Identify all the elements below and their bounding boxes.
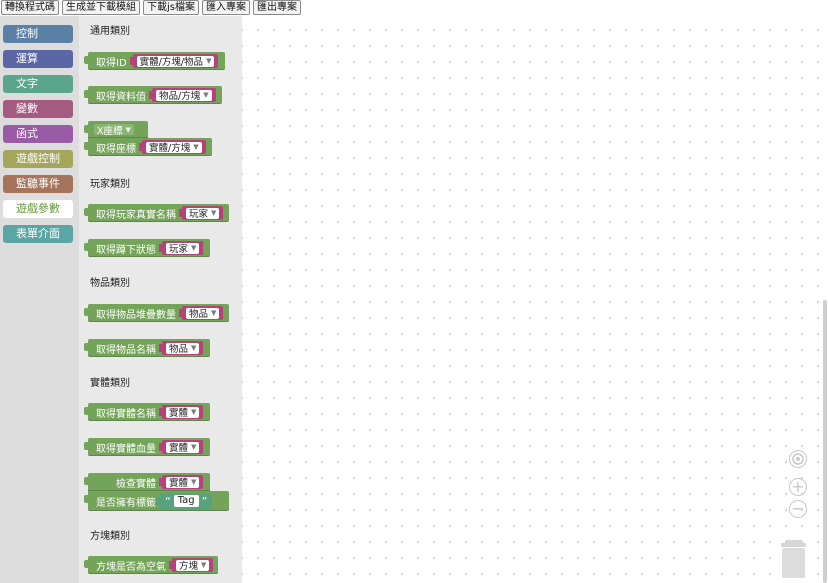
section-block: 方塊類別 (90, 531, 130, 542)
workspace-canvas[interactable] (242, 16, 828, 583)
category-math[interactable]: 運算 (3, 50, 73, 68)
block-player-sneak-state[interactable]: 取得蹲下狀態 玩家▼ (84, 239, 210, 257)
category-control[interactable]: 控制 (3, 25, 73, 43)
dropdown[interactable]: 實體/方塊/物品▼ (136, 55, 215, 68)
block-input-slot: 實體/方塊▼ (139, 140, 206, 154)
category-text[interactable]: 文字 (3, 75, 73, 93)
block-input-slot: 實體▼ (158, 440, 204, 454)
section-general: 通用類別 (90, 26, 130, 37)
block-label: 取得蹲下狀態 (96, 244, 156, 256)
tag-text-field[interactable]: Tag (173, 495, 199, 507)
block-input-slot: 實體▼ (158, 405, 204, 419)
import-project-button[interactable]: 匯入專案 (202, 0, 250, 15)
category-event-listeners[interactable]: 監聽事件 (3, 175, 73, 193)
chevron-down-icon: ▼ (206, 57, 212, 65)
crosshair-icon (792, 453, 804, 465)
block-get-data-value[interactable]: 取得資料值 物品/方塊▼ (84, 86, 222, 104)
chevron-down-icon: ▼ (211, 209, 217, 217)
category-sidebar: 控制 運算 文字 變數 函式 遊戲控制 監聽事件 遊戲參數 表單介面 (0, 16, 79, 583)
category-game-control[interactable]: 遊戲控制 (3, 150, 73, 168)
section-item: 物品類別 (90, 278, 130, 289)
block-input-slot: 實體/方塊/物品▼ (129, 54, 219, 68)
block-item-stack-count[interactable]: 取得物品堆疊數量 物品▼ (84, 304, 229, 322)
block-entity-name[interactable]: 取得實體名稱 實體▼ (84, 403, 210, 421)
category-game-params[interactable]: 遊戲參數 (3, 200, 73, 218)
block-label: 取得玩家真實名稱 (96, 209, 176, 221)
block-check-entity-tag-row2[interactable]: 是否擁有標籤 “ Tag ” (84, 491, 229, 511)
chevron-down-icon: ▼ (203, 91, 209, 99)
recenter-icon[interactable] (789, 450, 807, 468)
axis-dropdown[interactable]: X座標▼ (94, 124, 134, 137)
block-label: 方塊是否為空氣 (96, 561, 166, 573)
block-label: 檢查實體 (116, 478, 156, 490)
chevron-down-icon: ▼ (191, 443, 197, 451)
block-flyout: 通用類別 取得ID 實體/方塊/物品▼ 取得資料值 物品/方塊▼ X座標▼ 取得… (79, 16, 242, 583)
section-player: 玩家類別 (90, 179, 130, 190)
block-input-slot: 物品▼ (178, 306, 224, 320)
zoom-out-icon[interactable]: − (789, 500, 807, 518)
block-label: 取得ID (96, 57, 127, 69)
dropdown[interactable]: 方塊▼ (176, 559, 210, 572)
block-is-air[interactable]: 方塊是否為空氣 方塊▼ (84, 556, 218, 574)
dropdown[interactable]: 實體▼ (166, 441, 200, 454)
block-label: 取得實體血量 (96, 443, 156, 455)
block-label: 取得物品名稱 (96, 344, 156, 356)
block-input-slot: 實體▼ (158, 475, 204, 489)
block-label: 是否擁有標籤 (96, 497, 156, 509)
block-input-slot: 物品▼ (158, 341, 204, 355)
dropdown[interactable]: 玩家▼ (186, 207, 220, 220)
category-functions[interactable]: 函式 (3, 125, 73, 143)
chevron-down-icon: ▼ (191, 478, 197, 486)
close-quote-icon: ” (201, 494, 208, 508)
dropdown[interactable]: 物品▼ (166, 342, 200, 355)
block-player-real-name[interactable]: 取得玩家真實名稱 玩家▼ (84, 204, 229, 222)
block-get-coordinate-row2[interactable]: 取得座標 實體/方塊▼ (84, 138, 212, 156)
category-form-ui[interactable]: 表單介面 (3, 225, 73, 243)
block-label: 取得實體名稱 (96, 408, 156, 420)
block-label: 取得物品堆疊數量 (96, 309, 176, 321)
dropdown[interactable]: 物品/方塊▼ (156, 89, 212, 102)
block-check-entity-tag[interactable]: 檢查實體 實體▼ (84, 473, 210, 491)
zoom-in-icon[interactable]: + (789, 478, 807, 496)
convert-code-button[interactable]: 轉換程式碼 (1, 0, 59, 15)
section-entity: 實體類別 (90, 378, 130, 389)
block-input-slot: 玩家▼ (178, 206, 224, 220)
chevron-down-icon: ▼ (191, 344, 197, 352)
chevron-down-icon: ▼ (125, 125, 131, 134)
dropdown[interactable]: 實體/方塊▼ (146, 141, 202, 154)
download-js-button[interactable]: 下載js檔案 (143, 0, 199, 15)
chevron-down-icon: ▼ (201, 561, 207, 569)
open-quote-icon: “ (165, 494, 171, 508)
dropdown[interactable]: 玩家▼ (166, 242, 200, 255)
export-project-button[interactable]: 匯出專案 (253, 0, 301, 15)
block-input-slot: 方塊▼ (168, 558, 214, 572)
block-item-name[interactable]: 取得物品名稱 物品▼ (84, 339, 210, 357)
block-entity-health[interactable]: 取得實體血量 實體▼ (84, 438, 210, 456)
block-label: 取得資料值 (96, 91, 146, 103)
vertical-scrollbar[interactable] (823, 300, 827, 583)
block-label: 取得座標 (96, 143, 136, 155)
dropdown[interactable]: 實體▼ (166, 476, 200, 489)
generate-download-module-button[interactable]: 生成並下載模組 (62, 0, 140, 15)
dropdown[interactable]: 實體▼ (166, 406, 200, 419)
chevron-down-icon: ▼ (191, 244, 197, 252)
chevron-down-icon: ▼ (191, 408, 197, 416)
block-get-id[interactable]: 取得ID 實體/方塊/物品▼ (84, 52, 225, 70)
block-input-slot: 物品/方塊▼ (149, 88, 216, 102)
block-input-slot: 玩家▼ (158, 241, 204, 255)
chevron-down-icon: ▼ (193, 143, 199, 151)
toolbar: 轉換程式碼 生成並下載模組 下載js檔案 匯入專案 匯出專案 (0, 0, 828, 16)
block-get-coordinate[interactable]: X座標▼ (84, 121, 148, 138)
dropdown[interactable]: 物品▼ (186, 307, 220, 320)
category-variables[interactable]: 變數 (3, 100, 73, 118)
trash-icon[interactable] (780, 540, 807, 578)
chevron-down-icon: ▼ (211, 309, 217, 317)
text-block[interactable]: “ Tag ” (155, 492, 213, 510)
